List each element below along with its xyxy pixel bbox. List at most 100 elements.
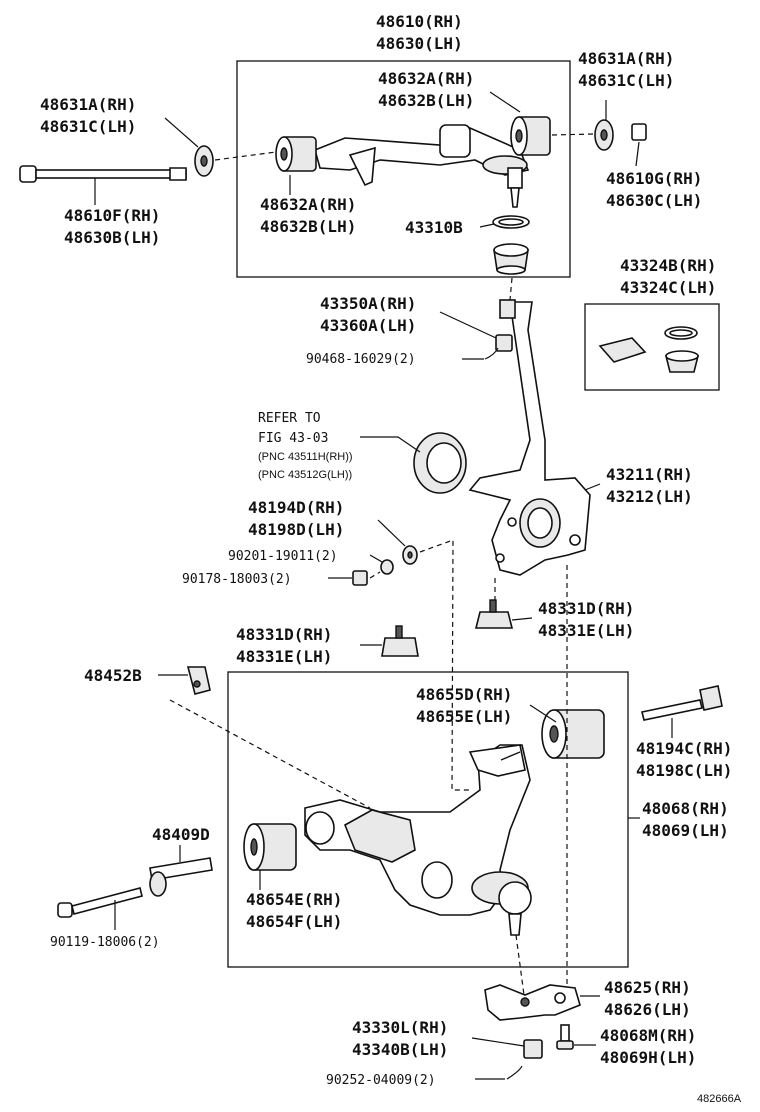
label-43330l: 43330L(RH) (352, 1018, 448, 1037)
leader-48610g (635, 141, 640, 167)
label-48194c: 48194C(RH) (636, 739, 732, 758)
stopper-left (381, 625, 419, 657)
label-48630: 48630(LH) (376, 34, 463, 53)
label-43350a: 43350A(RH) (320, 294, 416, 313)
upper-washer-right (594, 119, 614, 151)
label-refer-2: FIG 43-03 (258, 431, 328, 446)
boot-kit-box (584, 303, 720, 391)
label-48198d: 48198D(LH) (248, 520, 344, 539)
lower-arm-group-box (227, 671, 629, 968)
hub-bearing (413, 432, 467, 494)
cam-48409 (149, 857, 213, 897)
label-48198c: 48198C(LH) (636, 761, 732, 780)
label-48610g: 48610G(RH) (606, 169, 702, 188)
ball-joint-bracket (484, 984, 581, 1021)
upper-dash-washer (551, 133, 595, 136)
label-48655d: 48655D(RH) (416, 685, 512, 704)
leader-43310b (479, 223, 495, 228)
upper-washer-left (194, 145, 214, 177)
label-48632a-bottom: 48632A(RH) (260, 195, 356, 214)
leader-48631-left (164, 117, 199, 148)
label-48654e: 48654E(RH) (246, 890, 342, 909)
boot-upper (493, 243, 529, 275)
ring-43310 (492, 215, 530, 229)
label-48331d-left: 48331D(RH) (236, 625, 332, 644)
label-48655e: 48655E(LH) (416, 707, 512, 726)
upper-nut (631, 123, 647, 141)
leader-43211 (584, 483, 601, 491)
leader-90201 (369, 554, 383, 563)
label-48331e-right: 48331E(LH) (538, 621, 634, 640)
pin-90468 (484, 347, 499, 360)
label-43324b: 43324B(RH) (620, 256, 716, 275)
dash-knuckle-top (509, 277, 513, 301)
leader-43330l (471, 1037, 525, 1047)
pin-90252 (506, 1065, 523, 1080)
label-43340b: 43340B(LH) (352, 1040, 448, 1059)
label-48069: 48069(LH) (642, 821, 729, 840)
label-43212: 43212(LH) (606, 487, 693, 506)
nut-90178 (352, 570, 368, 586)
upper-bushing-boss (439, 124, 471, 158)
label-48194d: 48194D(RH) (248, 498, 344, 517)
label-48630c: 48630C(LH) (606, 191, 702, 210)
label-90201: 90201-19011(2) (228, 549, 338, 564)
label-90119: 90119-18006(2) (50, 935, 160, 950)
nut-43330 (523, 1039, 543, 1059)
label-90178: 90178-18003(2) (182, 572, 292, 587)
leader-48655d (529, 704, 557, 723)
label-48610f: 48610F(RH) (64, 206, 160, 225)
upper-bushing-right (510, 116, 551, 156)
label-48069h: 48069H(LH) (600, 1048, 696, 1067)
label-refer-3: (PNC 43511H(RH)) (258, 451, 353, 463)
leader-48194d (377, 519, 406, 547)
knuckle-nut (495, 334, 513, 352)
label-48631a-right: 48631A(RH) (578, 49, 674, 68)
washer-48194d (402, 545, 418, 565)
label-43310b: 43310B (405, 218, 463, 237)
leader-48331-right (511, 617, 533, 621)
label-43360a: 43360A(LH) (320, 316, 416, 335)
dash-washer-nut (369, 571, 381, 579)
leader-48632-right (489, 91, 521, 113)
label-48331e-left: 48331E(LH) (236, 647, 332, 666)
upper-bolt (19, 165, 187, 183)
figure-code: 482666A (697, 1093, 742, 1105)
dash-cam-arm (169, 699, 371, 809)
lower-bushing-left (243, 823, 297, 871)
label-48632b-top: 48632B(LH) (378, 91, 474, 110)
leader-43350a (439, 311, 497, 339)
label-48409d: 48409D (152, 825, 210, 844)
boot-kit-parts (598, 326, 700, 373)
upper-bushing-left (275, 136, 317, 172)
label-48630b: 48630B(LH) (64, 228, 160, 247)
label-43324c: 43324C(LH) (620, 278, 716, 297)
label-48654f: 48654F(LH) (246, 912, 342, 931)
label-refer-4: (PNC 43512G(LH)) (258, 469, 352, 481)
label-48452b: 48452B (84, 666, 142, 685)
label-90468: 90468-16029(2) (306, 352, 416, 367)
label-48632a-top: 48632A(RH) (378, 69, 474, 88)
upper-dash-bolt (214, 151, 277, 161)
label-48626: 48626(LH) (604, 1000, 691, 1019)
bolt-90119 (57, 887, 143, 918)
cam-48452 (186, 666, 211, 695)
label-90252: 90252-04009(2) (326, 1073, 436, 1088)
label-48068m: 48068M(RH) (600, 1026, 696, 1045)
stopper-right (474, 599, 514, 629)
label-48068: 48068(RH) (642, 799, 729, 818)
label-48610: 48610(RH) (376, 12, 463, 31)
label-48632b-bottom: 48632B(LH) (260, 217, 356, 236)
bolt-48068m (556, 1024, 574, 1050)
upper-arm-group-box (236, 60, 571, 278)
label-48631a-left: 48631A(RH) (40, 95, 136, 114)
label-48625: 48625(RH) (604, 978, 691, 997)
lower-bolt-right (641, 685, 723, 721)
lower-bushing-right (541, 709, 605, 759)
dash-washer-stud (419, 539, 470, 791)
label-48631c-right: 48631C(LH) (578, 71, 674, 90)
label-48631c-left: 48631C(LH) (40, 117, 136, 136)
steering-knuckle (468, 299, 591, 576)
dash-balljoint-bracket (515, 934, 525, 996)
